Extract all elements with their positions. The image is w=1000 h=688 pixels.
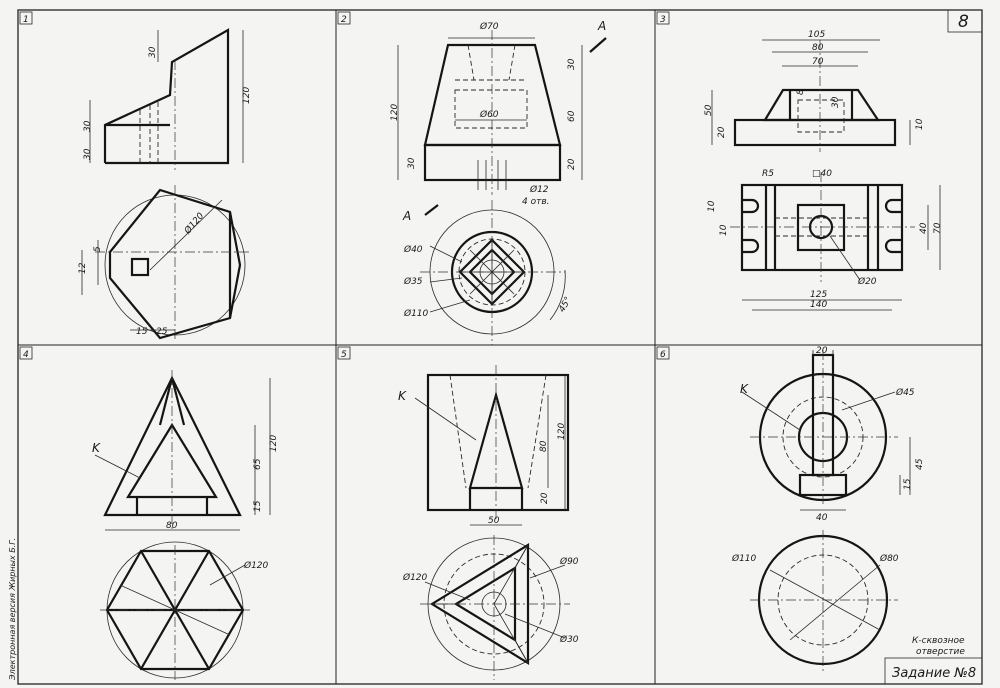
- dim-15: 15: [903, 478, 913, 490]
- dim-20: 20: [567, 158, 577, 170]
- dim-45deg: 45°: [557, 295, 574, 314]
- dim-10-front: 10: [915, 118, 925, 130]
- dim-40: 40: [919, 222, 929, 234]
- dim-d35: Ø35: [403, 276, 423, 287]
- dim-70: 70: [812, 57, 824, 67]
- dim-25: 25: [156, 327, 168, 337]
- dim-d120: Ø120: [182, 210, 207, 237]
- dim-30-mid: 30: [83, 120, 93, 132]
- dim-30-top: 30: [148, 46, 158, 58]
- dim-80: 80: [539, 440, 549, 452]
- dim-125: 125: [810, 290, 827, 300]
- dim-120: 120: [390, 104, 400, 121]
- dim-105: 105: [808, 30, 825, 40]
- cell-1-drawing: 30 30 30 120 Ø120 5 12 15 25: [78, 28, 252, 340]
- dim-30-right: 30: [567, 58, 577, 70]
- point-label-k: K: [398, 389, 407, 403]
- dim-d70: Ø70: [479, 21, 499, 32]
- dim-10-b: 10: [719, 224, 729, 236]
- dim-15: 15: [253, 500, 263, 512]
- assignment-title: Задание №8: [892, 666, 976, 681]
- dim-d110: Ø110: [731, 553, 757, 564]
- section-label-a-top: A: [597, 19, 606, 33]
- note-line-1: К-сквозное: [912, 636, 965, 646]
- dim-d120: Ø120: [402, 572, 428, 583]
- dim-d80: Ø80: [879, 553, 899, 564]
- dim-65: 65: [253, 458, 263, 470]
- dim-120: 120: [242, 87, 252, 104]
- cell-4-drawing: 120 65 15 80 Ø120 K: [92, 370, 279, 680]
- dim-30-low: 30: [83, 148, 93, 160]
- dim-80: 80: [812, 43, 824, 53]
- note-line-2: отверстие: [916, 647, 965, 657]
- dim-d12: Ø12: [529, 184, 549, 195]
- dim-20: 20: [816, 346, 828, 356]
- dim-20: 20: [540, 492, 550, 504]
- dim-50: 50: [704, 104, 714, 116]
- dim-120: 120: [557, 423, 567, 440]
- dim-70-top: 70: [933, 222, 943, 234]
- page-number-box: [947, 9, 983, 33]
- cell-5-drawing: 80 120 20 50 Ø120 Ø90 Ø30 K: [398, 365, 579, 680]
- cell-2-drawing: Ø70 30 120 60 Ø60 30 20 Ø12 4 отв. Ø40 Ø…: [390, 19, 607, 345]
- dim-d120: Ø120: [243, 560, 269, 571]
- dim-120: 120: [269, 435, 279, 452]
- section-label-a-left: A: [402, 209, 411, 223]
- dim-d110: Ø110: [403, 308, 429, 319]
- dim-r5: R5: [762, 169, 774, 179]
- assignment-box: [884, 657, 983, 685]
- dim-10-a: 10: [707, 200, 717, 212]
- dim-140: 140: [810, 300, 827, 310]
- dim-80: 80: [166, 521, 178, 531]
- cell-number-boxes: 1 2 3 4 5 6: [19, 11, 670, 360]
- dim-sq40: □40: [812, 169, 832, 179]
- dim-12: 12: [78, 262, 88, 274]
- cell-5-number: 5: [341, 350, 347, 360]
- cell-3-drawing: 105 80 70 50 8 30 20 10 R5 □40 10 10 40 …: [704, 30, 943, 311]
- dim-4-holes: 4 отв.: [522, 197, 550, 207]
- dim-5: 5: [93, 246, 103, 252]
- point-label-k: K: [740, 382, 749, 396]
- cell-4-number: 4: [23, 350, 29, 360]
- sheet-frame: [17, 9, 983, 685]
- cell-3-number: 3: [660, 15, 666, 25]
- dim-d40: Ø40: [403, 244, 423, 255]
- dim-8: 8: [796, 89, 806, 95]
- dim-45: 45: [915, 458, 925, 470]
- dim-40: 40: [816, 513, 828, 523]
- dim-d20: Ø20: [857, 276, 877, 287]
- dim-d90: Ø90: [559, 556, 579, 567]
- dim-d60: Ø60: [479, 109, 499, 120]
- dim-20: 20: [717, 126, 727, 138]
- cell-6-drawing: 20 Ø45 45 15 40 Ø110 Ø80 K: [731, 346, 925, 672]
- cell-2-number: 2: [341, 15, 347, 25]
- page-number: 8: [958, 12, 969, 32]
- dim-30: 30: [831, 96, 841, 108]
- dim-d45: Ø45: [895, 387, 915, 398]
- point-label-k: K: [92, 441, 101, 455]
- dim-15: 15: [136, 327, 148, 337]
- cell-1-number: 1: [23, 15, 29, 25]
- dim-30-left: 30: [407, 157, 417, 169]
- author-credit: Электронная версия Жирных Б.Г.: [8, 538, 17, 681]
- dim-d30: Ø30: [559, 634, 579, 645]
- dim-60: 60: [567, 110, 577, 122]
- dim-50: 50: [488, 516, 500, 526]
- cell-6-number: 6: [660, 350, 666, 360]
